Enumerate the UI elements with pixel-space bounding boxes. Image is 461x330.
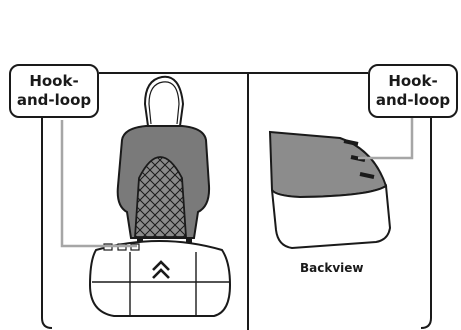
right-callout: Hook- and-loop xyxy=(369,65,457,117)
frame-bottom-right-corner xyxy=(421,318,431,328)
right-callout-line2: and-loop xyxy=(376,91,451,109)
seat-side-face xyxy=(272,186,390,248)
left-callout-line1: Hook- xyxy=(29,72,78,90)
backview-caption: Backview xyxy=(300,261,364,275)
frame-bottom-left-corner xyxy=(42,318,52,328)
right-callout-leader xyxy=(358,118,412,158)
seat-top-surface xyxy=(270,132,386,197)
left-callout-line2: and-loop xyxy=(17,91,92,109)
seat-cushion xyxy=(90,241,230,316)
left-callout: Hook- and-loop xyxy=(10,65,98,117)
right-panel-back-view: Backview xyxy=(270,118,412,275)
right-callout-line1: Hook- xyxy=(388,72,437,90)
